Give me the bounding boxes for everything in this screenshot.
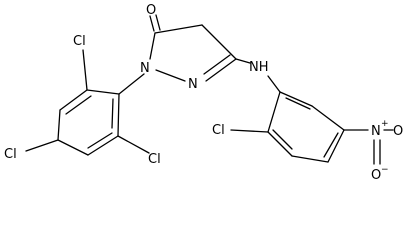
bond-ar-cl-right: [117, 135, 150, 154]
bond-n1-c5: [149, 32, 156, 60]
nitro-oxygen-bottom-label: O: [371, 168, 381, 183]
chlorine-bottom-right-label: Cl: [148, 152, 161, 167]
bond-c3-nh: [235, 58, 251, 64]
bond-c5-c4: [154, 24, 203, 34]
ketone-oxygen-label: O: [146, 3, 156, 18]
chemical-structure-diagram: O N N NH Cl Cl Cl Cl N + O O −: [4, 3, 404, 183]
bond-c4-c3: [201, 24, 237, 60]
bond-ar6-double: [111, 98, 114, 129]
bond-br-cl: [230, 129, 269, 133]
nitro-oxygen-charge: −: [381, 165, 389, 175]
bond-ar4: [57, 139, 89, 156]
bond-nh-aryl: [267, 75, 281, 93]
bond-ar-cl-top: [82, 49, 88, 91]
nitro-nitrogen-label: N: [371, 124, 381, 139]
pyrazolone-ring: [149, 14, 237, 82]
bond-ar5: [87, 135, 119, 156]
bond-br1: [279, 91, 313, 107]
ring-nitrogen-2-label: N: [188, 77, 198, 92]
bond-ar1: [86, 89, 120, 95]
bond-br1-double: [285, 97, 311, 110]
bond-ar2-double: [65, 95, 92, 115]
amine-linker: [235, 58, 281, 93]
bond-c5-o: [149, 15, 155, 32]
atom-labels: O N N NH Cl Cl Cl Cl N + O O −: [4, 3, 403, 183]
molecule-drawing: O N N NH Cl Cl Cl Cl N + O O −: [4, 3, 403, 183]
bond-br6: [267, 91, 281, 133]
bond-c5-o-double: [155, 14, 161, 31]
bond-ar-cl-para: [25, 139, 59, 152]
chlorine-aniline-label: Cl: [212, 123, 225, 138]
nitro-group: [373, 129, 394, 165]
chlorine-para-label: Cl: [4, 147, 17, 162]
bond-ar6: [117, 93, 120, 137]
bond-br5: [267, 131, 293, 157]
chloronitrophenyl-ring: [230, 91, 369, 163]
bond-c3-n2: [205, 58, 237, 82]
bond-c3-n2-double: [203, 54, 231, 75]
bond-br3-double: [323, 132, 339, 158]
bond-ar5-double: [87, 132, 113, 149]
nitro-nitrogen-charge: +: [381, 119, 389, 129]
chlorine-top-left-label: Cl: [73, 34, 86, 49]
bond-br4: [291, 155, 329, 163]
bond-ar2: [59, 89, 88, 111]
amine-nh-label: NH: [249, 60, 269, 75]
bond-br5-double: [272, 129, 293, 150]
bond-br2: [311, 105, 345, 131]
bond-ar3: [57, 109, 61, 141]
trichlorophenyl-ring: [25, 49, 150, 156]
bond-n1-aryl: [118, 73, 145, 95]
bond-n2-n1: [155, 69, 186, 82]
bond-br3: [327, 129, 345, 163]
nitro-oxygen-right-label: O: [393, 124, 403, 139]
ring-nitrogen-1-label: N: [140, 61, 150, 76]
